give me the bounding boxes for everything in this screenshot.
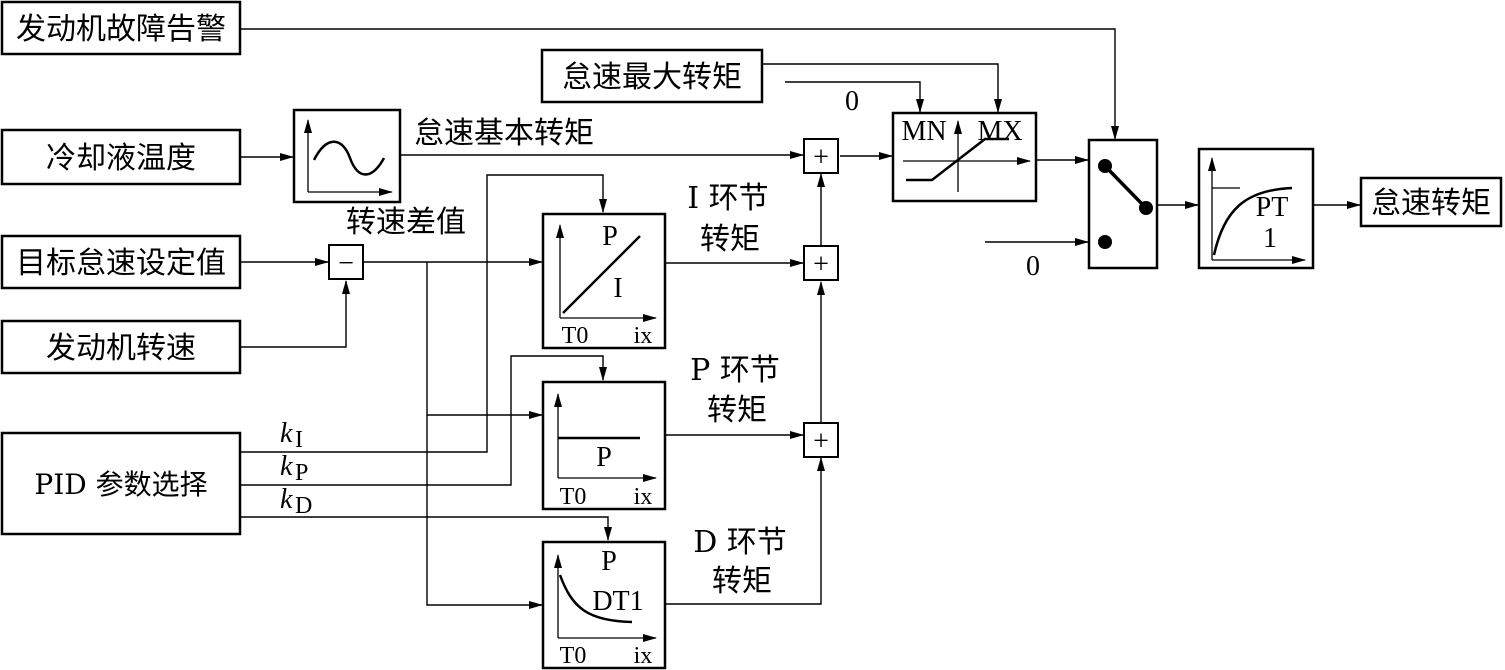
ki-subscript: I — [295, 427, 303, 453]
sum-sign: + — [813, 249, 829, 280]
kd-subscript: D — [295, 493, 312, 519]
i-block-i-label: I — [613, 273, 622, 304]
i-torque-label-line1: I 环节 — [687, 181, 768, 216]
pt1-line2-label: 1 — [1263, 223, 1277, 254]
pt1-line1-label: PT — [1256, 192, 1289, 223]
sum-sign: + — [813, 426, 829, 457]
coolant-temp-label: 冷却液温度 — [46, 141, 196, 176]
kp-label: k — [280, 451, 293, 482]
signal-labels: 怠速基本转矩 转速差值 I 环节 转矩 P 环节 转矩 D 环节 转矩 0 0 … — [280, 86, 1040, 599]
pid-select-block: PID 参数选择 — [0, 431, 242, 536]
engine-speed-block: 发动机转速 — [0, 319, 242, 375]
limiter-block: MN MX — [891, 111, 1038, 203]
d-torque-label-line1: D 环节 — [693, 525, 787, 560]
subtract-node: − — [328, 244, 364, 280]
coolant-temp-block: 冷却液温度 — [0, 128, 242, 186]
pid-select-label: PID 参数选择 — [34, 468, 207, 501]
kd-label: k — [280, 484, 293, 515]
idle-torque-output-label: 怠速转矩 — [1371, 186, 1491, 221]
i-block-t0-label: T0 — [562, 323, 589, 349]
p-block-t0-label: T0 — [560, 484, 587, 510]
engine-speed-label: 发动机转速 — [46, 331, 196, 366]
target-idle-speed-block: 目标怠速设定值 — [0, 234, 242, 290]
d-block-t0-label: T0 — [560, 643, 587, 669]
d-block-ix-label: ix — [634, 643, 653, 669]
coolant-curve-block — [292, 108, 402, 204]
idle-torque-output-block: 怠速转矩 — [1359, 176, 1503, 228]
i-block-ix-label: ix — [634, 323, 653, 349]
i-block-p-label: P — [602, 221, 618, 252]
ramp-line-icon — [562, 235, 641, 314]
d-torque-label-line2: 转矩 — [712, 564, 772, 599]
speed-diff-label: 转速差值 — [346, 205, 466, 240]
sine-curve-icon — [312, 140, 386, 176]
p-block-p-label: P — [596, 442, 612, 473]
switch-arm-icon — [1103, 164, 1148, 210]
i-torque-label-line2: 转矩 — [700, 222, 760, 257]
sum-node-top: + — [803, 138, 839, 174]
p-block: P T0 ix — [541, 380, 667, 511]
idle-base-torque-label: 怠速基本转矩 — [414, 116, 594, 151]
d-block-dt1-label: DT1 — [592, 586, 643, 617]
decay-curve-icon — [558, 574, 633, 624]
sum-node-middle: + — [803, 245, 839, 281]
d-block-p-label: P — [601, 546, 617, 577]
connection-wires — [241, 28, 1361, 609]
i-block: P I T0 ix — [541, 212, 667, 350]
idle-max-torque-label: 怠速最大转矩 — [562, 60, 742, 95]
target-idle-speed-label: 目标怠速设定值 — [16, 246, 226, 281]
switch-block — [1087, 138, 1159, 270]
sum-sign: + — [813, 142, 829, 173]
subtract-sign: − — [338, 248, 354, 279]
ki-label: k — [280, 418, 293, 449]
limiter-mn-label: MN — [901, 116, 946, 147]
p-torque-label-line1: P 环节 — [690, 353, 780, 388]
d-block: P DT1 T0 ix — [541, 540, 667, 670]
fault-alarm-block: 发动机故障告警 — [0, 0, 242, 56]
zero-bottom-label: 0 — [1026, 251, 1040, 282]
first-order-curve-icon — [1212, 186, 1293, 256]
sum-node-bottom: + — [803, 422, 839, 458]
zero-top-label: 0 — [845, 86, 859, 117]
pt1-block: PT 1 — [1197, 147, 1315, 270]
fault-alarm-label: 发动机故障告警 — [16, 12, 226, 47]
kp-subscript: P — [295, 460, 308, 486]
p-block-ix-label: ix — [634, 484, 653, 510]
limiter-mx-label: MX — [977, 116, 1022, 147]
p-torque-label-line2: 转矩 — [707, 393, 767, 428]
idle-max-torque-block: 怠速最大转矩 — [540, 48, 764, 104]
saturation-curve-icon — [906, 137, 1009, 182]
